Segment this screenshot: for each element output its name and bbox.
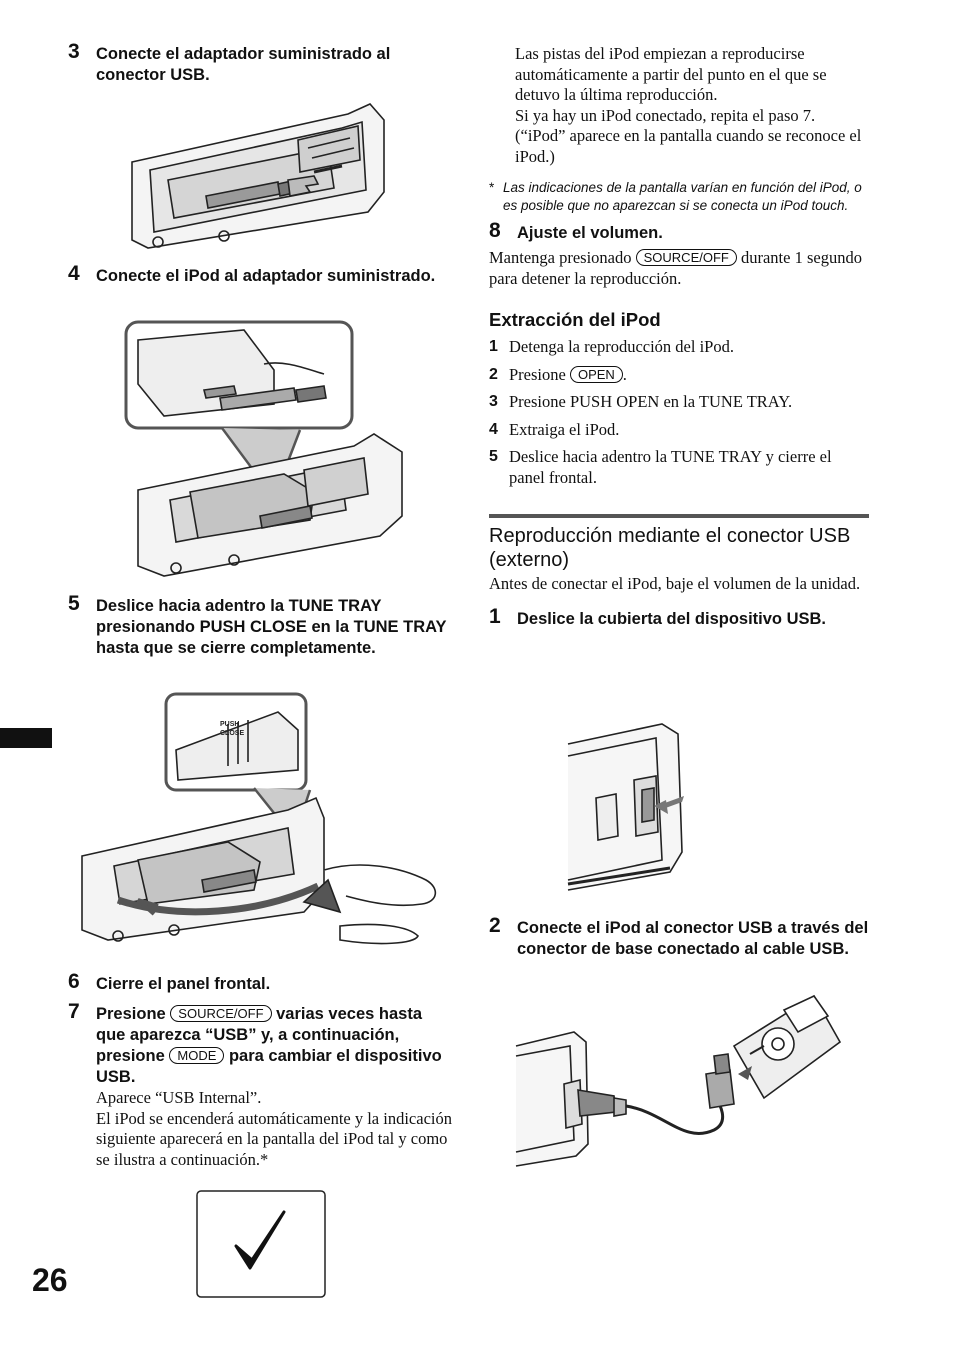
push-close-label-line1: PUSH [220,721,239,728]
list-item: 1 Detenga la reproducción del iPod. [489,337,869,358]
step7-text-part2: varias veces hasta que aparezca “USB” y,… [96,1005,422,1065]
source-off-button: SOURCE/OFF [170,1005,272,1022]
usb-step-2: 2 Conecte el iPod al conector USB a trav… [489,914,869,960]
list-suffix: . [622,364,627,384]
list-number: 1 [489,338,498,355]
step-number: 4 [68,262,80,285]
right-column: Las pistas del iPod empiezan a reproduci… [489,44,869,630]
figure-ipod-usb-cable [515,994,842,1167]
left-column-step5: 5 Deslice hacia adentro la TUNE TRAY pre… [68,592,453,659]
mode-button: MODE [169,1047,225,1064]
step7-text-part1: Presione [96,1005,166,1023]
list-number: 4 [489,420,498,438]
list-text: Detenga la reproducción del iPod. [509,337,734,356]
step7-continuation: Las pistas del iPod empiezan a reproduci… [515,44,862,166]
open-button: OPEN [569,365,623,383]
right-column-step2: 2 Conecte el iPod al conector USB a trav… [489,914,869,960]
left-column-step4: 4 Conecte el iPod al adaptador suministr… [68,262,453,287]
list-number: 3 [489,393,498,410]
step-number: 8 [489,219,501,242]
page-tab-marker [0,728,52,748]
footnote-mark: * [489,180,495,195]
list-number: 5 [489,448,498,465]
left-column: 3 Conecte el adaptador suministrado al c… [68,40,453,86]
step-heading: Deslice hacia adentro la TUNE TRAY presi… [96,597,447,657]
step7-body: Aparece “USB Internal”. El iPod se encen… [96,1088,452,1169]
list-item: 5 Deslice hacia adentro la TUNE TRAY y c… [489,447,869,488]
page-number: 26 [32,1262,68,1298]
footnote-text: Las indicaciones de la pantalla varían e… [503,180,862,213]
list-item: 4 Extraiga el iPod. [489,420,869,441]
step-7: 7 Presione SOURCE/OFF varias veces hasta… [68,1000,453,1170]
step-number: 6 [68,970,80,993]
list-item: 2 Presione OPEN. [489,365,869,386]
step-5: 5 Deslice hacia adentro la TUNE TRAY pre… [68,592,453,659]
step-heading: Ajuste el volumen. [517,224,663,242]
step8-body: Mantenga presionado SOURCE/OFF durante 1… [489,248,869,289]
section-intro: Antes de conectar el iPod, baje el volum… [489,574,861,593]
usb-step-1: 1 Deslice la cubierta del dispositivo US… [489,605,869,630]
step-number: 2 [489,914,501,937]
step8-body-part1: Mantenga presionado [489,248,632,267]
step-8: 8 Ajuste el volumen. [489,219,869,244]
list-text: Deslice hacia adentro la TUNE TRAY y cie… [509,447,832,487]
step-heading: Deslice la cubierta del dispositivo USB. [517,609,827,628]
step-3: 3 Conecte el adaptador suministrado al c… [68,40,453,86]
step-number: 1 [489,604,501,628]
figure-ipod-to-adapter [124,320,403,577]
step-heading: Conecte el iPod al conector USB a través… [517,919,869,958]
list-item: 3 Presione PUSH OPEN en la TUNE TRAY. [489,392,869,413]
step-number: 3 [68,40,80,63]
list-text: Presione [509,364,566,384]
step-heading: Presione SOURCE/OFF varias veces hasta q… [96,1004,453,1088]
step-number: 7 [68,1000,80,1023]
left-column-step6-7: 6 Cierre el panel frontal. 7 Presione SO… [68,970,453,1170]
list-number: 2 [489,365,498,383]
source-off-button: SOURCE/OFF [635,249,737,266]
push-close-label-line2: CLOSE [220,730,244,737]
checkmark-icon [234,1210,286,1270]
ipod-display-check [196,1190,326,1298]
footnote: * Las indicaciones de la pantalla varían… [489,179,869,215]
figure-usb-cover [567,723,684,891]
step7-text-part3: para cambiar el dispositivo USB. [96,1047,442,1086]
step-6: 6 Cierre el panel frontal. [68,970,453,995]
step-4: 4 Conecte el iPod al adaptador suministr… [68,262,453,287]
extraction-list: 1 Detenga la reproducción del iPod. 2 Pr… [489,337,869,488]
figure-adapter-to-usb [131,103,385,249]
section-heading: Reproducción mediante el conector USB (e… [489,514,869,572]
step-heading: Conecte el iPod al adaptador suministrad… [96,267,436,285]
list-text: Presione PUSH OPEN en la TUNE TRAY. [509,392,793,411]
step-heading: Conecte el adaptador suministrado al con… [96,45,391,84]
step-heading: Cierre el panel frontal. [96,975,271,993]
figure-push-close: PUSH CLOSE [81,692,437,945]
step8-body-part2: durante 1 segundo para detener la reprod… [489,248,862,288]
list-text: Extraiga el iPod. [509,419,620,439]
step-number: 5 [68,592,80,615]
extraction-heading: Extracción del iPod [489,309,661,330]
